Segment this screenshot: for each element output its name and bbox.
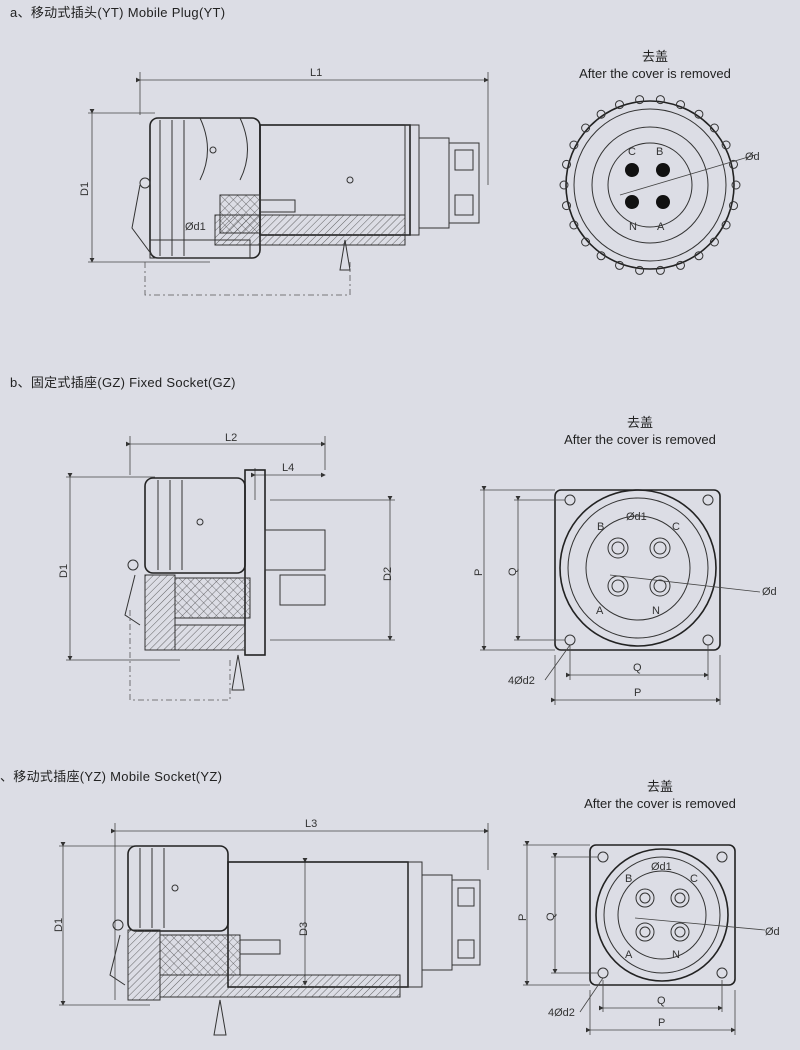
pin-label-b: B — [597, 521, 604, 533]
knurl-bump — [729, 201, 738, 211]
knurl-bump — [694, 251, 704, 261]
dim-d3: D3 — [298, 922, 310, 936]
socket-a — [635, 922, 655, 942]
knurl-bump — [709, 123, 719, 133]
dim-d1-fixed-front: Ød1 — [626, 511, 647, 523]
caption-zh: 去盖 — [626, 415, 653, 430]
dim-4d2-fixed: 4Ød2 — [508, 675, 535, 687]
dim-p-horizontal: P — [658, 1017, 665, 1029]
socket-c — [649, 537, 671, 559]
knurl-bump — [731, 180, 741, 190]
pin-label-n: N — [672, 949, 680, 961]
pin-label-n: N — [629, 221, 637, 233]
knurl-bump — [676, 260, 685, 270]
knurl-bump — [569, 220, 579, 230]
pin-label-a: A — [625, 949, 633, 961]
cover-caption-1: 去盖 After the cover is removed — [560, 48, 750, 82]
pin-label-c: C — [690, 873, 698, 885]
section-title-mobile-socket: 、移动式插座(YZ) Mobile Socket(YZ) — [0, 769, 223, 784]
knurl-bump — [635, 265, 645, 275]
pin-label-n: N — [652, 605, 660, 617]
pin-n — [625, 195, 639, 209]
mobile-socket-side-view: L3 D1 D3 — [53, 818, 489, 1036]
dim-q-vertical: Q — [545, 912, 557, 921]
knurl-bump — [655, 95, 665, 105]
caption-en: After the cover is removed — [564, 432, 716, 447]
dim-d1-plug: Ød1 — [185, 221, 206, 233]
dim-l4: L4 — [282, 462, 294, 474]
knurl-bump — [729, 159, 738, 169]
knurl-bump — [709, 237, 719, 247]
dim-l1: L1 — [310, 67, 322, 79]
dim-d-mobile-socket: Ød — [765, 926, 780, 938]
knurl-bump — [581, 123, 591, 133]
dim-p-horizontal: P — [634, 687, 641, 699]
knurl-bump — [721, 220, 731, 230]
dim-d-fixed: Ød — [762, 586, 777, 598]
socket-b — [607, 537, 629, 559]
dim-p-vertical: P — [517, 914, 529, 921]
dim-q-horizontal: Q — [633, 662, 642, 674]
pin-label-a: A — [596, 605, 604, 617]
socket-b — [635, 888, 655, 908]
knurl-bump — [596, 251, 606, 261]
knurl-bump — [721, 140, 731, 150]
dim-d1-mobile-socket: D1 — [53, 918, 65, 932]
knurl-bump — [569, 140, 579, 150]
cover-caption-3: 去盖 After the cover is removed — [565, 778, 755, 812]
mobile-plug-front-view: C B N A Ød — [559, 95, 760, 275]
dim-q-vertical: Q — [507, 567, 519, 576]
knurl-bump — [562, 159, 571, 169]
dim-d1: D1 — [79, 182, 91, 196]
mobile-socket-front-view: B C A N Ød1 Ød P Q Q P 4Ød2 — [517, 841, 780, 1035]
pin-c — [625, 163, 639, 177]
pin-label-c: C — [672, 521, 680, 533]
knurl-bump — [676, 100, 685, 110]
dim-p-vertical: P — [473, 569, 485, 576]
dim-l2: L2 — [225, 432, 237, 444]
pin-label-b: B — [656, 146, 663, 158]
dim-4d2-mobile-socket: 4Ød2 — [548, 1007, 575, 1019]
dim-q-horizontal: Q — [657, 995, 666, 1007]
dim-d1-fixed: D1 — [58, 564, 70, 578]
mobile-plug-side-view: L1 D1 Ød1 — [79, 67, 489, 296]
caption-en: After the cover is removed — [584, 796, 736, 811]
pin-a — [656, 195, 670, 209]
cover-caption-2: 去盖 After the cover is removed — [545, 414, 735, 448]
pin-b — [656, 163, 670, 177]
section-title-mobile-plug: a、移动式插头(YT) Mobile Plug(YT) — [10, 5, 226, 20]
pin-label-b: B — [625, 873, 632, 885]
socket-n — [670, 922, 690, 942]
dim-d-plug: Ød — [745, 151, 760, 163]
section-title-fixed-socket: b、固定式插座(GZ) Fixed Socket(GZ) — [10, 375, 236, 390]
knurl-bump — [615, 260, 624, 270]
knurl-bump — [562, 201, 571, 211]
socket-a — [607, 575, 629, 597]
fixed-socket-front-view: B C A N Ød1 Ød P Q Q P 4Ød2 — [473, 486, 777, 705]
knurl-bump — [559, 180, 569, 190]
dim-l3: L3 — [305, 818, 317, 830]
knurl-bump — [694, 109, 704, 119]
knurl-bump — [635, 95, 645, 105]
knurl-bump — [596, 109, 606, 119]
fixed-socket-side-view: L2 L4 D1 D2 — [58, 432, 395, 701]
knurl-bump — [615, 100, 624, 110]
pin-label-c: C — [628, 146, 636, 158]
dim-d1-mobile-socket-front: Ød1 — [651, 861, 672, 873]
caption-en: After the cover is removed — [579, 66, 731, 81]
caption-zh: 去盖 — [641, 49, 668, 64]
caption-zh: 去盖 — [646, 779, 673, 794]
knurl-bump — [655, 265, 665, 275]
knurl-bump — [581, 237, 591, 247]
socket-c — [670, 888, 690, 908]
dim-d2: D2 — [382, 567, 394, 581]
pin-label-a: A — [657, 221, 665, 233]
socket-n — [649, 575, 671, 597]
